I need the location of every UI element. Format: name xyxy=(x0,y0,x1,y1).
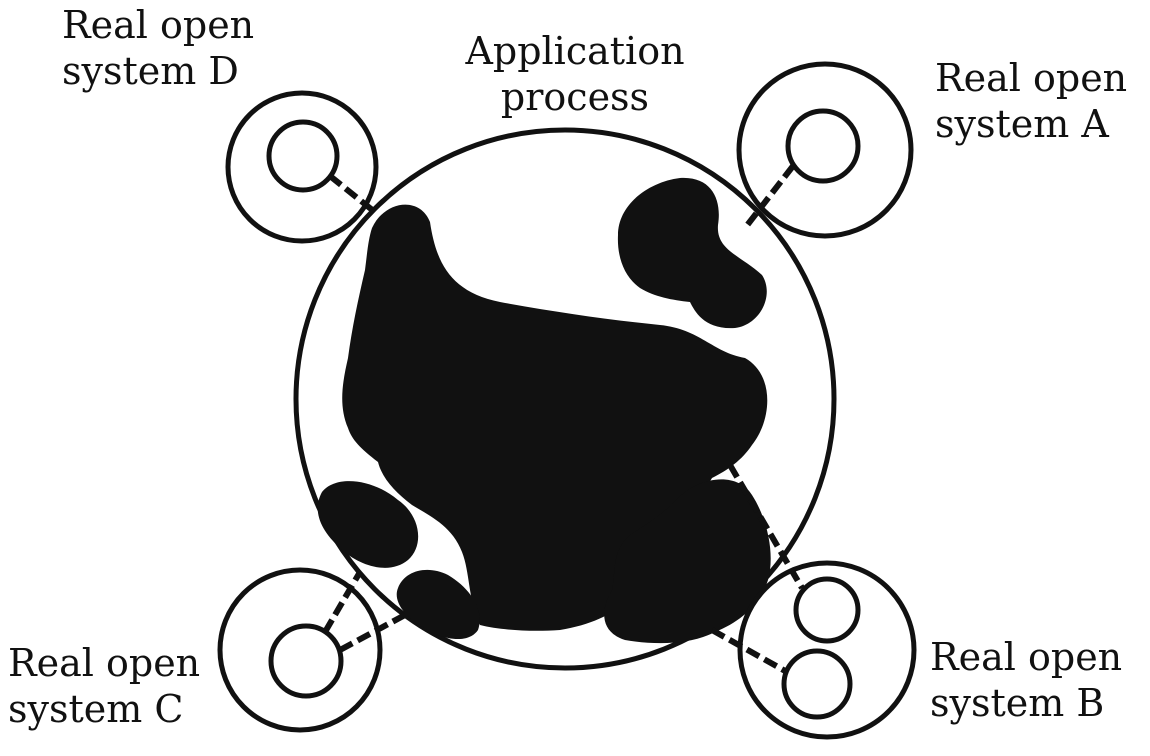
system-b-connector-2 xyxy=(712,630,787,672)
system-c-label: Real open system C xyxy=(8,640,200,732)
system-a-label: Real open system A xyxy=(935,55,1127,147)
system-b-label: Real open system B xyxy=(930,634,1122,726)
application-label-line2: process xyxy=(450,74,700,120)
system-c-outer-circle xyxy=(220,570,380,730)
system-b-label-line2: system B xyxy=(930,680,1122,726)
system-d-label: Real open system D xyxy=(62,2,254,94)
blob-lower-left-2 xyxy=(397,570,480,639)
system-d-label-line2: system D xyxy=(62,48,254,94)
system-c-label-line1: Real open xyxy=(8,640,200,686)
system-b-inner-circle-lower xyxy=(784,651,850,717)
system-a-inner-circle xyxy=(788,111,858,181)
system-d-inner-circle xyxy=(269,122,337,190)
application-label-line1: Application xyxy=(450,28,700,74)
system-a-label-line2: system A xyxy=(935,101,1127,147)
system-d-outer-circle xyxy=(228,93,376,241)
application-process-label: Application process xyxy=(450,28,700,120)
system-b-label-line1: Real open xyxy=(930,634,1122,680)
system-c-inner-circle xyxy=(271,626,341,696)
system-a-label-line1: Real open xyxy=(935,55,1127,101)
system-b-inner-circle-upper xyxy=(796,579,858,641)
system-d-label-line1: Real open xyxy=(62,2,254,48)
system-a-outer-circle xyxy=(739,64,911,236)
system-c-label-line2: system C xyxy=(8,686,200,732)
